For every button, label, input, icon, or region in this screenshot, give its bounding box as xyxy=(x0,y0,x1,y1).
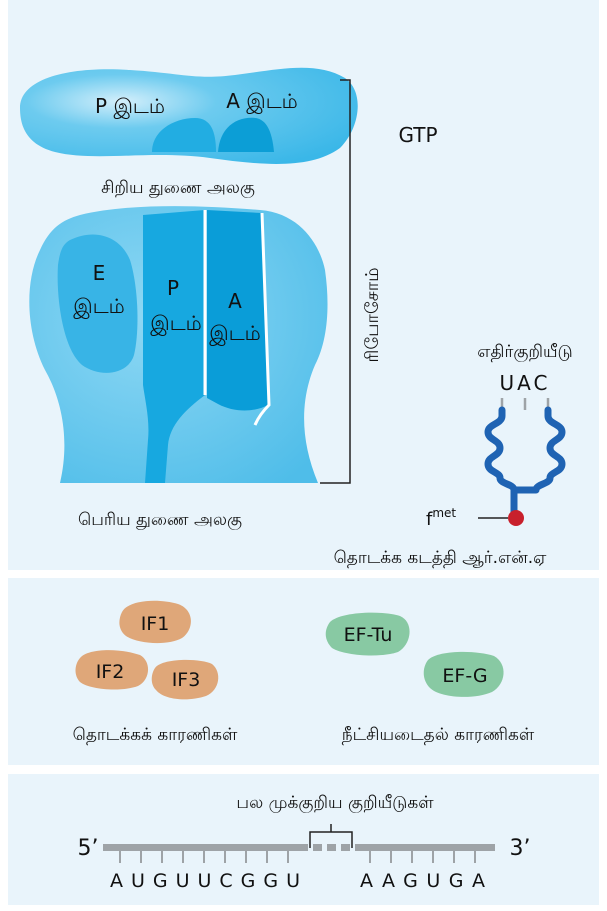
fmet-sup: met xyxy=(432,506,456,520)
if3-label: IF3 xyxy=(172,669,201,691)
initiator-trna: எதிர்குறியீடு UAC fmet xyxy=(426,342,573,530)
codons-label: பல முக்குறிய குறியீடுகள் xyxy=(236,793,434,813)
if3-blob xyxy=(151,659,219,700)
ribosome-bracket xyxy=(320,79,351,484)
large-subunit: E இடம் P இடம் A இடம் xyxy=(29,206,328,483)
ribosome-bracket-label: ரிபோசோம் xyxy=(362,267,383,362)
small-p-site-label: P இடம் xyxy=(95,94,165,119)
a-site-word: இடம் xyxy=(209,321,260,346)
anticodon-bases: UAC xyxy=(500,371,551,395)
elongation-factors: EF-Tu EF-G xyxy=(325,612,504,697)
anticodon-label: எதிர்குறியீடு xyxy=(477,342,572,362)
p-site-letter: P xyxy=(167,276,179,300)
fmet-ball xyxy=(508,510,524,526)
mrna-ticks-right xyxy=(369,851,476,863)
mrna-panel xyxy=(8,774,599,905)
initiation-factors: IF1 IF2 IF3 xyxy=(75,600,219,700)
small-p-notch xyxy=(152,118,216,152)
mrna-strand-left xyxy=(103,844,308,851)
if1-label: IF1 xyxy=(141,613,170,635)
ef-tu-label: EF-Tu xyxy=(344,624,393,646)
a-site-letter: A xyxy=(228,289,242,313)
mrna-gap-3 xyxy=(341,844,350,851)
small-subunit: P இடம் A இடம் xyxy=(20,67,358,164)
p-site-word: இடம் xyxy=(150,311,201,336)
e-site-letter: E xyxy=(93,261,106,285)
a-channel-region xyxy=(207,210,268,411)
ef-tu-blob xyxy=(325,612,410,656)
ef-g-label: EF-G xyxy=(442,665,487,687)
mrna-gap-2 xyxy=(327,844,336,851)
three-prime-label: 3’ xyxy=(510,836,531,861)
mrna-gap-1 xyxy=(313,844,322,851)
p-channel-region xyxy=(143,210,205,483)
e-site-word: இடம் xyxy=(73,294,124,319)
five-prime-label: 5’ xyxy=(78,836,99,861)
e-site-region xyxy=(57,234,138,373)
tunnel-divider-right xyxy=(253,212,271,426)
small-subunit-label: சிறிய துணை அலகு xyxy=(101,178,255,198)
initiation-factors-label: தொடக்கக் காரணிகள் xyxy=(73,725,238,745)
if2-blob xyxy=(75,650,149,690)
mrna-ticks-left xyxy=(119,851,289,863)
codon-bracket xyxy=(309,824,353,848)
if1-blob xyxy=(119,600,191,644)
fmet-f: f xyxy=(426,509,433,530)
small-subunit-body xyxy=(20,67,358,164)
anticodon-ticks xyxy=(500,398,550,410)
ef-g-blob xyxy=(423,651,504,697)
initiator-trna-label: தொடக்க கடத்தி ஆர்.என்.ஏ xyxy=(334,548,548,568)
small-a-notch xyxy=(218,117,274,152)
mrna-right-bases: AAGUGA xyxy=(360,870,485,892)
fmet-label: fmet xyxy=(426,506,456,530)
if2-label: IF2 xyxy=(96,661,125,683)
large-subunit-label: பெரிய துணை அலகு xyxy=(78,510,242,530)
mrna-left-bases: AUGUUCGGU xyxy=(110,870,300,892)
gtp-label: GTP xyxy=(398,123,437,147)
small-a-site-label: A இடம் xyxy=(226,89,298,114)
elongation-factors-label: நீட்சியடைதல் காரணிகள் xyxy=(342,725,535,745)
mrna-strand-right xyxy=(355,844,495,851)
trna-backbone xyxy=(484,406,566,520)
